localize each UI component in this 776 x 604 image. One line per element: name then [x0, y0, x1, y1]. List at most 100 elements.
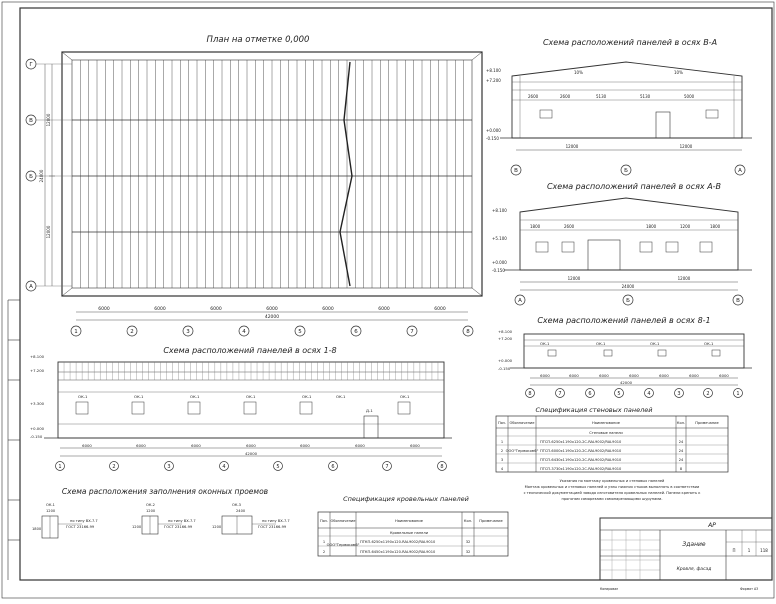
facade-b-a: 10% 10% +8.100 +7.200 +0.000 -0.150 2600…	[486, 61, 752, 176]
axis-letter: В	[29, 118, 33, 124]
building-name: Здание	[682, 541, 705, 548]
panel-dim: 5130	[640, 94, 651, 99]
wall-spec-table: Поз. Обозначение Наименование Кол. Приме…	[495, 415, 729, 473]
axis-number: 5	[276, 464, 279, 470]
spec-header: Наименование	[395, 519, 424, 523]
panel-dim: 5000	[684, 94, 695, 99]
spec-header: Обозначение	[510, 421, 536, 425]
axis-number: 2	[112, 464, 115, 470]
bay-dim: 6000	[246, 443, 256, 448]
level-mark: +7.200	[498, 336, 513, 341]
plan-side-dimensions: 12000 24000 12000	[39, 64, 55, 286]
sheet-title: Кровля, фасад	[677, 566, 712, 572]
axis-number: 6	[331, 464, 334, 470]
window-label: ОК-1	[336, 394, 346, 399]
copied-label: Копировал	[600, 587, 618, 591]
spec-name: ПТСП-6250х1190х120-2С-RAL9002/RAL9010	[540, 440, 622, 444]
level-mark: +0.000	[498, 358, 513, 363]
door-label: Д-1	[366, 408, 373, 413]
facade-dim: 12000	[678, 276, 691, 281]
panel-dim: 1800	[710, 224, 721, 229]
level-mark: -0.150	[498, 366, 511, 371]
spec-qty: 32	[466, 540, 471, 544]
axis-number: 7	[410, 329, 414, 335]
level-mark: +7.200	[486, 78, 501, 83]
window-label: ОК-1	[134, 394, 144, 399]
axis-number: 4	[222, 464, 225, 470]
level-mark: -0.150	[492, 268, 505, 273]
plan-bay-dim: 6000	[154, 306, 166, 312]
bay-dim: 6000	[410, 443, 420, 448]
note-line: Монтаж кровельных и стеновых панелей и у…	[525, 485, 700, 489]
window-width: 2400	[236, 509, 246, 513]
facade-dim: 12000	[680, 144, 693, 149]
window-note: по типу ВХ-7.7	[262, 519, 290, 523]
roof-spec-table: Поз. Обозначение Наименование Кол. Приме…	[317, 511, 509, 557]
sheet-number: 1	[748, 548, 751, 553]
axis-number: 4	[647, 391, 650, 397]
spec-maker: ООО"Термокомб"	[327, 543, 360, 547]
spec-name: ПТСП-6430х1190х120-2С-RAL9002/RAL9010	[540, 458, 622, 462]
wall-spec-notes: Указания по монтажу кровельных и стеновы…	[524, 479, 702, 501]
axis-letter: А	[738, 168, 742, 174]
window-mark: ОК-1	[46, 503, 55, 507]
plan-bay-dim: 6000	[98, 306, 110, 312]
spec-name: ПТСП-6000х1190х120-2С-RAL9002/RAL9010	[540, 449, 622, 453]
window-label: ОК-1	[650, 341, 660, 346]
axis-number: 8	[528, 391, 531, 397]
spec-name: ПТКП-6450х1190х120-RAL9002/RAL9010	[360, 550, 436, 554]
axis-number: 5	[617, 391, 620, 397]
level-mark: +5.100	[492, 236, 507, 241]
bay-dim: 6000	[540, 373, 550, 378]
sheets-count: 118	[760, 548, 768, 553]
plan-axes-letters: Г В Б А	[25, 58, 72, 292]
spec-header: Кол.	[677, 421, 685, 425]
window-label: ОК-1	[302, 394, 312, 399]
doc-code: АР	[707, 522, 716, 529]
window-height: 1200	[132, 525, 142, 529]
bay-dim: 6000	[599, 373, 609, 378]
window-mark: ОК-2	[146, 503, 155, 507]
window-label: ОК-1	[400, 394, 410, 399]
panel-dim: 1200	[680, 224, 691, 229]
windows-title: Схема расположения заполнения оконных пр…	[62, 487, 268, 496]
roof-spec-title: Спецификация кровельных панелей	[343, 495, 469, 503]
level-mark: -0.150	[486, 136, 499, 141]
spec-header: Примечание	[479, 519, 503, 523]
facade-8-1-axes: 8 7 6 5 4 3 2 1	[525, 388, 743, 398]
level-mark: +0.000	[30, 426, 45, 431]
spec-qty: 24	[679, 440, 684, 444]
window-label: ОК-1	[78, 394, 88, 399]
facade-8-1: ОК-1 ОК-1 ОК-1 ОК-1 +8.100 +7.200 +0.000…	[498, 329, 752, 386]
windows-schedule: ОК-1 1200 1800 по типу ВХ-7.7 ГОСТ 23166…	[32, 503, 290, 539]
axis-number: 3	[677, 391, 680, 397]
spec-header: Обозначение	[331, 519, 357, 523]
axis-letter: Б	[29, 174, 33, 180]
level-mark: +8.100	[498, 329, 513, 334]
panel-dim: 2600	[564, 224, 575, 229]
plan-total-dim: 42000	[265, 314, 279, 320]
side-dim: 24000	[39, 169, 44, 182]
facade-1-8: ОК-1 ОК-1 ОК-1 ОК-1 ОК-1 ОК-1 ОК-1 Д-1 +…	[30, 354, 452, 457]
note-line: прогонам саморезами самонарезающими шуру…	[562, 497, 663, 501]
axis-number: 8	[440, 464, 443, 470]
axis-number: 8	[466, 329, 470, 335]
bay-dim: 6000	[659, 373, 669, 378]
panel-dim: 2600	[560, 94, 571, 99]
window-height: 1200	[212, 525, 222, 529]
level-mark: +7.200	[30, 368, 45, 373]
window-mark: ОК-3	[232, 503, 241, 507]
slope-label: 10%	[574, 70, 583, 75]
facade-a-b-title: Схема расположений панелей в осях А-В	[547, 182, 721, 191]
spec-pos: 2	[501, 449, 503, 453]
facade-dim: 12000	[566, 144, 579, 149]
window-label: ОК-1	[540, 341, 550, 346]
facade-total-dim: 42000	[620, 380, 633, 385]
axis-number: 5	[298, 329, 302, 335]
axis-number: 7	[385, 464, 388, 470]
spec-pos: 1	[323, 540, 325, 544]
window-width: 1200	[46, 509, 56, 513]
level-mark: -0.150	[30, 434, 43, 439]
